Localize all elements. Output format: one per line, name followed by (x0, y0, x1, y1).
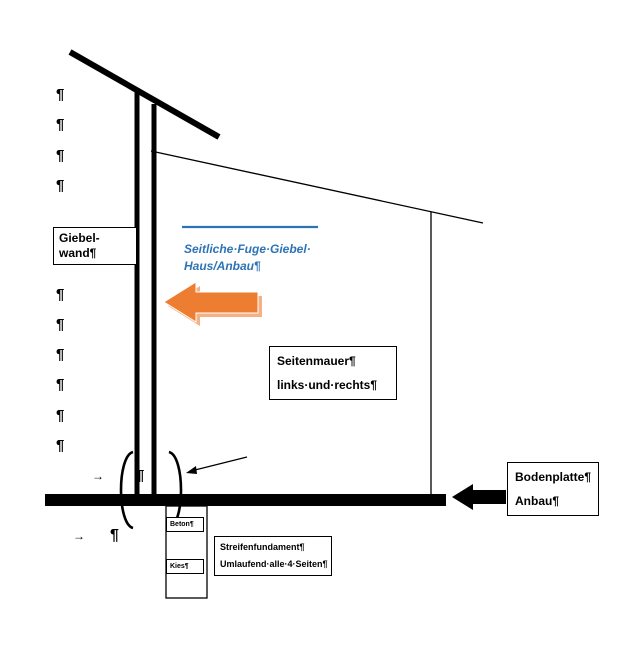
pilcrow-mark: ¶ (56, 147, 65, 164)
fuge-caption-line2: Haus/Anbau¶ (184, 259, 261, 273)
kies-label: Kies¶ (170, 563, 189, 570)
giebelwand-label-line1: Giebel- (59, 231, 100, 245)
giebelwand-label-box: Giebel- wand¶ (53, 227, 137, 265)
pilcrow-mark: ¶ (56, 116, 65, 133)
fuge-caption: Seitliche·Fuge·Giebel· Haus/Anbau¶ (184, 241, 311, 275)
lower-pilcrow-mark: ¶ (110, 527, 119, 544)
joint-pilcrow-mark: ¶ (136, 467, 145, 484)
fuge-caption-line1: Seitliche·Fuge·Giebel· (184, 242, 311, 256)
joint-bracket-left (119, 450, 134, 530)
foundation-column-outline (165, 505, 208, 599)
tab-arrow-mark: → (73, 529, 85, 543)
seitenmauer-label-box: Seitenmauer¶ links·und·rechts¶ (269, 346, 397, 400)
seitenmauer-label-line1: Seitenmauer¶ (277, 354, 356, 368)
pilcrow-mark: ¶ (56, 286, 65, 303)
pilcrow-mark: ¶ (56, 407, 65, 424)
main-roof-line (68, 49, 221, 140)
joint-pointer-arrowhead (186, 466, 197, 474)
streifenfundament-label-line1: Streifenfundament¶ (220, 542, 305, 552)
pilcrow-mark: ¶ (56, 177, 65, 194)
base-plate-bar (45, 494, 446, 506)
joint-pointer-line (190, 456, 248, 472)
pilcrow-mark: ¶ (56, 316, 65, 333)
bodenplatte-label-line1: Bodenplatte¶ (515, 470, 592, 484)
pilcrow-mark: ¶ (56, 346, 65, 363)
streifenfundament-label-box: Streifenfundament¶ Umlaufend·alle·4·Seit… (214, 536, 332, 576)
tab-arrow-mark: → (92, 469, 104, 483)
kies-label-box: Kies¶ (166, 559, 204, 574)
pilcrow-mark: ¶ (56, 376, 65, 393)
black-left-arrow (452, 484, 506, 510)
streifenfundament-label-line2: Umlaufend·alle·4·Seiten¶ (220, 559, 328, 569)
beton-label: Beton¶ (170, 521, 194, 528)
orange-left-arrow (163, 281, 259, 323)
pilcrow-mark: ¶ (56, 86, 65, 103)
pilcrow-mark: ¶ (56, 437, 65, 454)
bodenplatte-label-line2: Anbau¶ (515, 494, 560, 508)
bodenplatte-label-box: Bodenplatte¶ Anbau¶ (507, 462, 599, 516)
annex-roof-line (150, 150, 484, 224)
seitenmauer-label-line2: links·und·rechts¶ (277, 378, 378, 392)
beton-label-box: Beton¶ (166, 517, 204, 532)
giebelwand-label-line2: wand¶ (59, 246, 97, 260)
